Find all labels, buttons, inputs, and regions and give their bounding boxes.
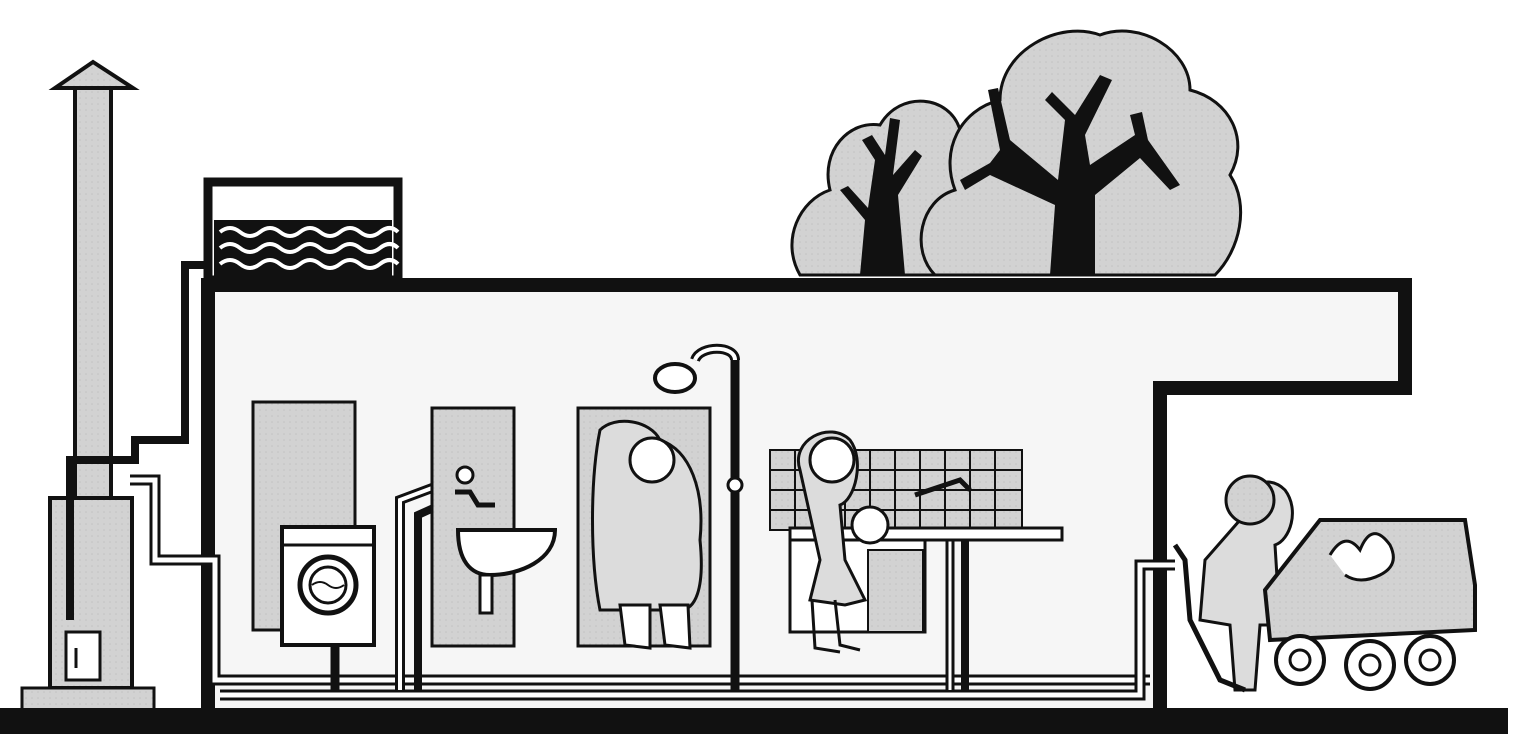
ground-line xyxy=(0,708,1508,734)
trees xyxy=(792,31,1241,275)
tree-large xyxy=(921,31,1241,275)
shower-head-icon xyxy=(655,364,695,392)
car xyxy=(1265,520,1475,689)
plate-icon xyxy=(852,507,888,543)
washing-machine xyxy=(253,402,374,645)
stove-door-icon xyxy=(66,632,100,680)
roof-water-tank xyxy=(208,182,398,280)
garage xyxy=(1175,476,1475,690)
chimney xyxy=(22,62,154,710)
